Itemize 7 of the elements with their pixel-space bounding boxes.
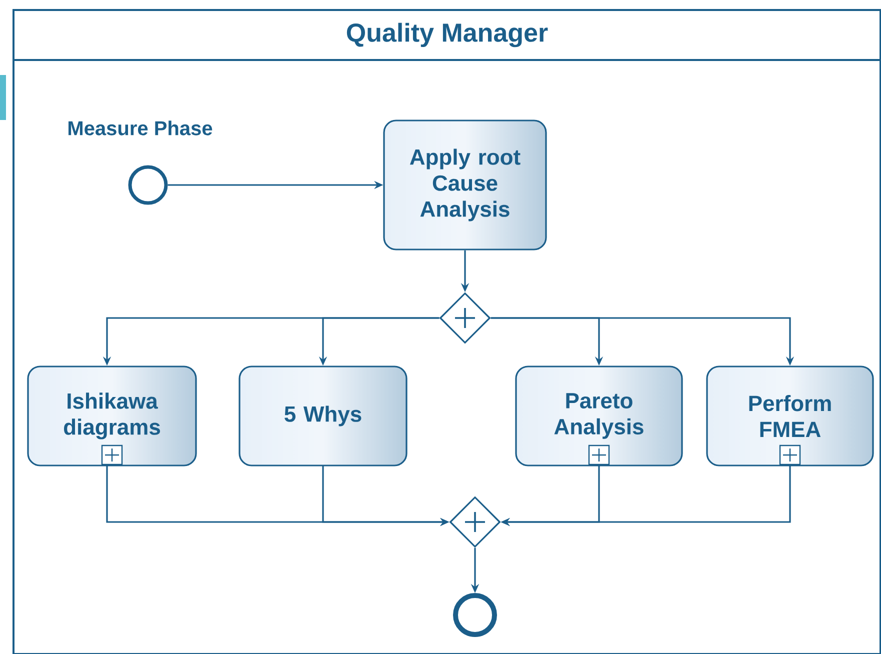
task-box: Ishikawa diagrams: [27, 366, 197, 466]
task-box: 5 Whys: [238, 366, 408, 466]
task-box: Apply root Cause Analysis: [383, 120, 547, 250]
end-event-circle: [453, 593, 497, 637]
task-box: Perform FMEA: [706, 366, 874, 466]
task-box: Pareto Analysis: [515, 366, 683, 466]
event-label: Measure Phase: [68, 120, 212, 136]
